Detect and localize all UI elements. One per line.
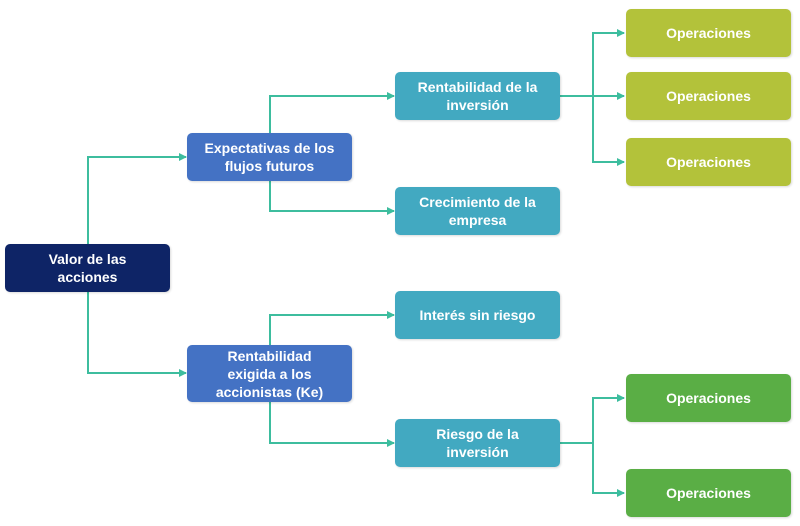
node-operaciones-3: Operaciones: [626, 138, 791, 186]
node-operaciones-1: Operaciones: [626, 9, 791, 57]
connector-rinv-op3: [592, 96, 625, 166]
connector-expectativas-crecimiento: [269, 181, 395, 215]
connector-riesgo-op4: [560, 394, 625, 444]
node-valor-acciones: Valor de las acciones: [5, 244, 170, 292]
connector-rinv-op1: [560, 29, 625, 97]
connector-ke-interes: [269, 311, 395, 345]
node-operaciones-4: Operaciones: [626, 374, 791, 422]
node-riesgo-inversion: Riesgo de la inversión: [395, 419, 560, 467]
node-crecimiento-empresa: Crecimiento de la empresa: [395, 187, 560, 235]
node-operaciones-5: Operaciones: [626, 469, 791, 517]
connector-ke-riesgo: [269, 402, 395, 447]
node-interes-sin-riesgo: Interés sin riesgo: [395, 291, 560, 339]
node-expectativas-flujos: Expectativas de los flujos futuros: [187, 133, 352, 181]
connector-root-expectativas: [87, 153, 187, 244]
connector-riesgo-op5: [592, 443, 625, 497]
connector-root-rentabilidad-exigida: [87, 292, 187, 377]
node-rentabilidad-exigida: Rentabilidad exigida a los accionistas (…: [187, 345, 352, 402]
node-operaciones-2: Operaciones: [626, 72, 791, 120]
connector-expectativas-rentabilidad-inversion: [269, 92, 395, 133]
node-rentabilidad-inversion: Rentabilidad de la inversión: [395, 72, 560, 120]
